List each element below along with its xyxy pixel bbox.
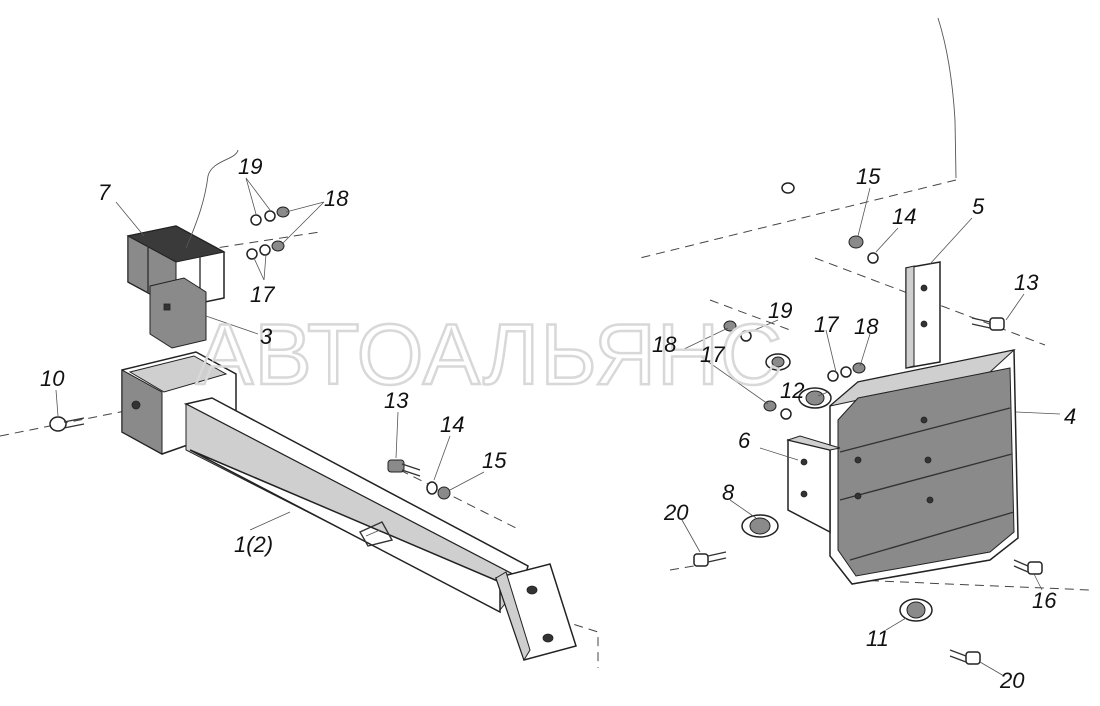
mudguard-4	[829, 349, 1019, 585]
label-18-left: 18	[324, 186, 349, 211]
lamp-hardware	[765, 353, 791, 371]
label-20-right: 20	[999, 668, 1025, 693]
nut-15-right	[848, 235, 864, 249]
bracket-5	[905, 261, 941, 369]
fasteners-17-18-19-left	[246, 206, 290, 260]
washer-14-left	[426, 481, 438, 495]
callout-labels: 7 19 18 17 3 10 13 14 15 1(2) 15 14 5 13…	[40, 154, 1076, 693]
bolt-13-left	[387, 459, 421, 477]
label-5: 5	[972, 194, 985, 219]
label-14-left: 14	[440, 412, 464, 437]
bolt-10	[49, 416, 85, 432]
label-17-right-a: 17	[814, 312, 839, 337]
bolt-20-right	[949, 649, 981, 665]
label-13-right: 13	[1014, 270, 1039, 295]
bolt-20-left	[693, 551, 727, 567]
lamp-11	[899, 598, 933, 622]
wire	[185, 149, 239, 249]
fasteners-17-18-19-right	[723, 320, 866, 420]
label-4: 4	[1064, 404, 1076, 429]
label-19-right: 19	[768, 298, 792, 323]
bracket-3	[149, 277, 207, 349]
label-8: 8	[722, 480, 735, 505]
bolt-16	[1013, 559, 1043, 575]
bolt-13-right	[971, 317, 1005, 331]
washer-14-right	[867, 252, 879, 264]
label-17-right-b: 17	[700, 342, 725, 367]
label-17-left: 17	[250, 282, 275, 307]
label-16: 16	[1032, 588, 1057, 613]
label-1-2: 1(2)	[234, 532, 273, 557]
label-19-left: 19	[238, 154, 262, 179]
label-13-left: 13	[384, 388, 409, 413]
label-15-right: 15	[856, 164, 881, 189]
bracket-6	[786, 435, 841, 534]
lamp-12	[798, 387, 832, 409]
label-18-right-a: 18	[652, 332, 677, 357]
label-20-left: 20	[663, 500, 689, 525]
label-3: 3	[260, 324, 273, 349]
label-10: 10	[40, 366, 65, 391]
label-12: 12	[780, 378, 804, 403]
beam-1-2	[183, 397, 529, 614]
label-6: 6	[738, 428, 751, 453]
nut-15-left	[437, 486, 451, 500]
watermark: АВТОАЛЬЯНС	[196, 307, 783, 403]
cap	[781, 182, 795, 194]
label-14-right: 14	[892, 204, 916, 229]
label-18-right-b: 18	[854, 314, 879, 339]
end-plate	[495, 563, 577, 662]
label-7: 7	[98, 180, 111, 205]
lamp-8	[741, 514, 779, 538]
label-15-left: 15	[482, 448, 507, 473]
label-11: 11	[866, 626, 889, 651]
leader-lines	[55, 177, 1061, 677]
